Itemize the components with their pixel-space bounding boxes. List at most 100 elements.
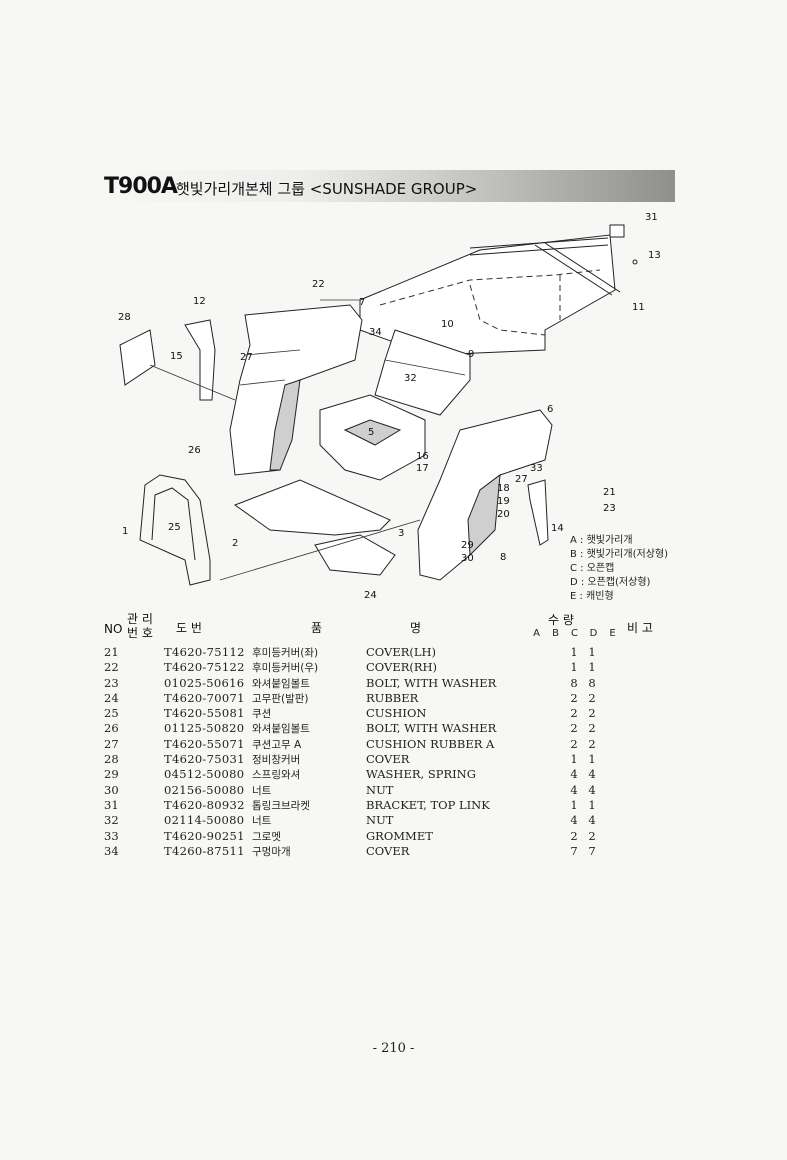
callout-33: 33 [530, 463, 543, 474]
row-qty-c: 8 [570, 675, 578, 690]
row-part-number: T4620-55081 [164, 706, 245, 721]
row-qty-c: 2 [570, 690, 578, 705]
row-qty-c: 4 [570, 813, 578, 828]
row-english-name: WASHER, SPRING [366, 767, 476, 782]
row-qty-d: 1 [588, 660, 596, 675]
callout-26: 26 [188, 445, 201, 456]
row-part-number: T4620-75122 [164, 660, 245, 675]
row-korean-name: 너트 [252, 784, 272, 797]
row-no: 27 [104, 736, 119, 751]
callout-2: 2 [232, 538, 238, 549]
legend-item: A : 햇빛가리개 [570, 535, 633, 546]
row-no: 25 [104, 706, 119, 721]
row-qty-d: 4 [588, 813, 596, 828]
row-korean-name: 후미등커버(우) [252, 662, 319, 675]
legend-item: D : 오픈캡(저상형) [570, 577, 651, 588]
callout-11: 11 [632, 302, 645, 313]
row-part-number: 02156-50080 [164, 782, 245, 797]
row-no: 30 [104, 782, 119, 797]
callout-15: 15 [170, 351, 183, 362]
callout-10: 10 [441, 319, 454, 330]
row-qty-d: 1 [588, 752, 596, 767]
row-part-number: T4620-80932 [164, 797, 245, 812]
legend-item: C : 오픈캡 [570, 563, 615, 574]
legend-item: B : 햇빛가리개(저상형) [570, 549, 668, 560]
callout-28: 28 [118, 312, 131, 323]
callout-1: 1 [122, 526, 128, 537]
row-english-name: CUSHION [366, 706, 427, 721]
row-qty-c: 2 [570, 706, 578, 721]
row-qty-c: 2 [570, 828, 578, 843]
callout-17: 17 [416, 463, 429, 474]
callout-8: 8 [500, 552, 506, 563]
row-qty-c: 1 [570, 797, 578, 812]
row-korean-name: 그로멧 [252, 830, 281, 843]
row-qty-d: 8 [588, 675, 596, 690]
row-no: 32 [104, 813, 119, 828]
row-part-number: T4620-70071 [164, 690, 245, 705]
callout-20: 20 [497, 509, 510, 520]
row-no: 22 [104, 660, 119, 675]
callout-12: 12 [193, 296, 206, 307]
variant-legend: A : 햇빛가리개 B : 햇빛가리개(저상형) C : 오픈캡 D : 오픈캡… [570, 534, 668, 604]
exploded-parts-diagram: 31 13 11 22 12 7 28 10 34 9 15 27 32 6 5… [118, 212, 661, 601]
row-no: 28 [104, 752, 119, 767]
callout-34: 34 [369, 327, 382, 338]
header-mgmt-bottom: 번 호 [127, 626, 153, 640]
row-korean-name: 쿠션 [252, 708, 272, 721]
row-qty-c: 2 [570, 721, 578, 736]
row-english-name: CUSHION RUBBER A [366, 736, 495, 751]
row-korean-name: 구멍마개 [252, 845, 291, 858]
row-korean-name: 고무판(발판) [252, 692, 309, 705]
row-korean-name: 쿠션고무 A [252, 738, 302, 751]
row-english-name: BOLT, WITH WASHER [366, 675, 497, 690]
row-part-number: T4620-55071 [164, 736, 245, 751]
row-english-name: COVER [366, 752, 410, 767]
callout-21: 21 [603, 487, 616, 498]
row-english-name: GROMMET [366, 828, 433, 843]
callout-29: 29 [461, 540, 474, 551]
callout-6: 6 [547, 404, 553, 415]
row-qty-d: 2 [588, 828, 596, 843]
legend-item: E : 캐빈형 [570, 591, 614, 602]
row-korean-name: 와셔붙임볼트 [252, 677, 310, 690]
row-no: 34 [104, 843, 119, 858]
row-no: 21 [104, 645, 119, 659]
row-qty-c: 1 [570, 645, 578, 659]
qty-col-c: C [571, 628, 578, 639]
row-no: 26 [104, 721, 119, 736]
row-qty-c: 1 [570, 660, 578, 675]
row-qty-c: 2 [570, 736, 578, 751]
row-english-name: BRACKET, TOP LINK [366, 797, 490, 812]
header-remarks: 비 고 [627, 621, 653, 635]
row-no: 29 [104, 767, 119, 782]
row-korean-name: 정비창커버 [252, 754, 301, 767]
row-part-number: T4620-75112 [164, 645, 245, 659]
callout-27-left: 27 [240, 352, 253, 363]
header-qty: 수 량 [548, 613, 574, 627]
callout-14: 14 [551, 523, 564, 534]
row-english-name: BOLT, WITH WASHER [366, 721, 497, 736]
group-title: 햇빛가리개본체 그룹 <SUNSHADE GROUP> [176, 180, 478, 198]
row-qty-d: 2 [588, 690, 596, 705]
row-part-number: 01025-50616 [164, 675, 245, 690]
callout-19: 19 [497, 496, 510, 507]
callout-13: 13 [648, 250, 661, 261]
row-qty-d: 2 [588, 736, 596, 751]
row-english-name: COVER [366, 843, 410, 858]
row-part-number: T4620-90251 [164, 828, 245, 843]
row-part-number: 04512-50080 [164, 767, 245, 782]
callout-30: 30 [461, 553, 474, 564]
